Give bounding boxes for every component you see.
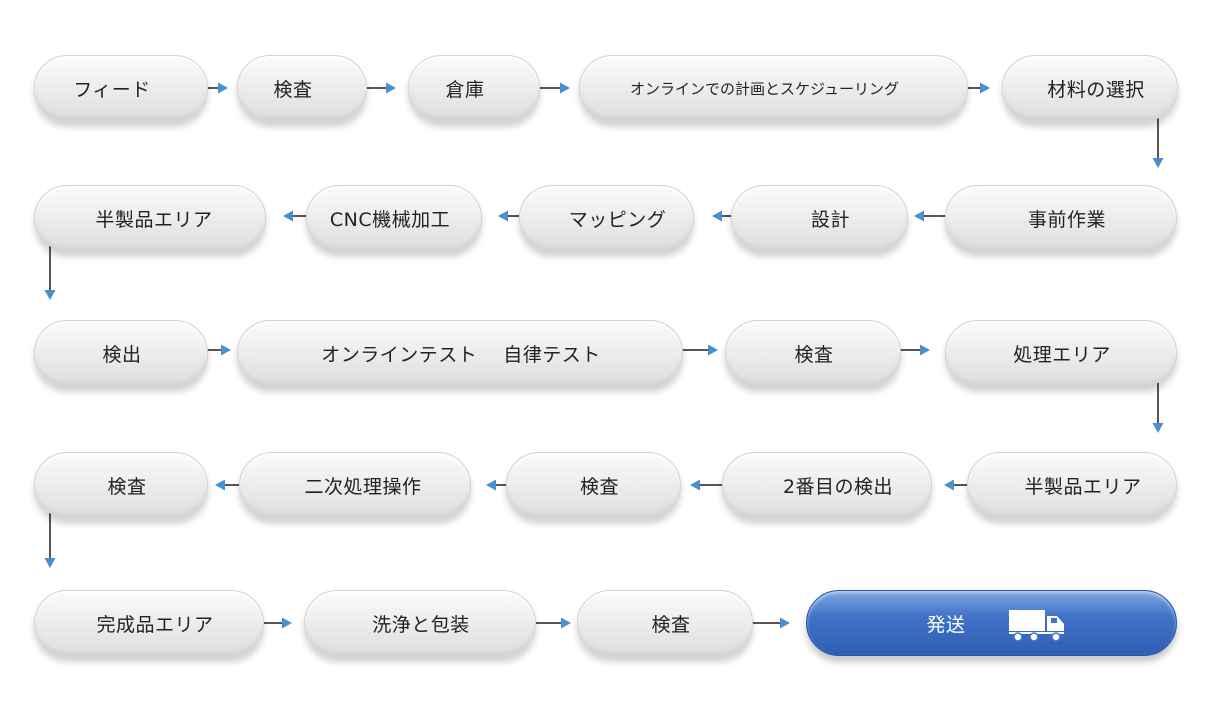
step-label: 発送: [926, 613, 966, 636]
step-secondary-processing: 二次処理操作: [239, 452, 471, 518]
step-detection: 検出: [34, 320, 208, 386]
step-online-planning-scheduling: オンラインでの計画とスケジューリング: [579, 55, 968, 121]
step-label: CNC機械加工: [329, 208, 451, 231]
step-label: 二次処理操作: [304, 475, 422, 498]
step-inspection: 検査: [577, 590, 753, 656]
step-second-detection: 2番目の検出: [722, 452, 932, 518]
step-label: 事前作業: [1027, 208, 1106, 231]
step-inspection: 検査: [34, 452, 208, 518]
step-pre-work: 事前作業: [945, 185, 1177, 251]
step-inspection: 検査: [506, 452, 681, 518]
step-label: 倉庫: [445, 78, 485, 101]
step-label: 処理エリア: [1013, 343, 1111, 366]
step-cleaning-packaging: 洗浄と包装: [304, 590, 536, 656]
step-label: オンラインテスト 自律テスト: [321, 343, 601, 366]
step-label: 材料の選択: [1047, 78, 1145, 101]
step-label: 半製品エリア: [95, 208, 213, 231]
step-label: 検出: [102, 343, 142, 366]
step-label: 検査: [579, 475, 619, 498]
step-cnc-machining: CNC機械加工: [306, 185, 482, 251]
step-label: 検査: [651, 613, 691, 636]
step-label: 2番目の検出: [782, 475, 894, 498]
step-design: 設計: [731, 185, 908, 251]
step-label: マッピング: [568, 208, 667, 231]
step-label: 洗浄と包装: [372, 613, 470, 636]
step-warehouse: 倉庫: [408, 55, 540, 121]
step-label: フィード: [73, 78, 151, 101]
step-label: オンラインでの計画とスケジューリング: [630, 79, 899, 98]
step-online-autonomous-test: オンラインテスト 自律テスト: [237, 320, 683, 386]
step-feed: フィード: [34, 55, 208, 121]
step-semi-finished-area: 半製品エリア: [967, 452, 1177, 518]
step-label: 半製品エリア: [1024, 475, 1142, 498]
step-processing-area: 処理エリア: [945, 320, 1177, 386]
step-shipping: 発送: [806, 590, 1177, 656]
step-finished-goods-area: 完成品エリア: [34, 590, 264, 656]
truck-icon: [1009, 610, 1064, 642]
step-inspection: 検査: [237, 55, 367, 121]
step-semi-finished-area: 半製品エリア: [34, 185, 266, 251]
step-label: 完成品エリア: [96, 613, 214, 636]
step-inspection: 検査: [725, 320, 901, 386]
step-label: 検査: [794, 343, 834, 366]
step-label: 検査: [273, 78, 313, 101]
step-mapping: マッピング: [519, 185, 694, 251]
step-material-selection: 材料の選択: [1002, 55, 1178, 121]
step-label: 検査: [107, 475, 147, 498]
step-label: 設計: [810, 208, 850, 231]
